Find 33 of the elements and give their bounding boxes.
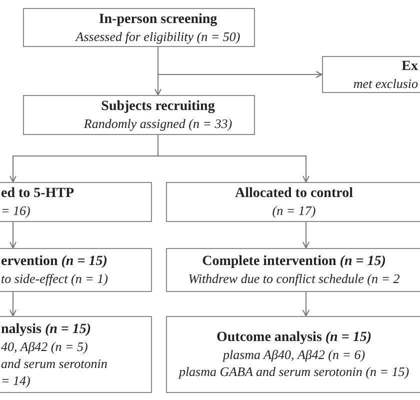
- arrow: [158, 134, 310, 182]
- box-text: 40, Aβ42 (n = 5): [1, 338, 89, 354]
- process-box: [166, 316, 420, 393]
- process-box: [322, 56, 420, 93]
- box-heading: Complete intervention (n = 15): [201, 253, 387, 270]
- box-text: Randomly assigned (n = 33): [82, 115, 234, 132]
- process-box: [166, 182, 420, 222]
- process-box: [23, 95, 255, 135]
- box-text: and serum serotonin: [1, 354, 108, 372]
- box-text: met exclusio: [352, 74, 418, 92]
- box-text: Withdrew due to conflict schedule (n = 2: [187, 270, 401, 287]
- box-text: plasma GABA and serum serotonin (n = 15): [177, 363, 410, 380]
- box-heading: Allocated to control: [234, 185, 354, 202]
- box-text: = 14): [1, 372, 32, 388]
- box-heading: nalysis (n = 15): [1, 320, 92, 338]
- box-heading: Ex: [400, 58, 418, 74]
- box-heading: Outcome analysis (n = 15): [216, 329, 372, 346]
- box-text: to side-effect (n = 1): [1, 270, 109, 287]
- process-box: [23, 8, 255, 47]
- arrow: [10, 222, 16, 248]
- process-box: [166, 248, 420, 292]
- box-heading: ed to 5-HTP: [1, 185, 76, 202]
- box-text: = 16): [1, 202, 32, 219]
- arrow: [158, 46, 322, 78]
- box-heading: ervention (n = 15): [1, 253, 108, 270]
- arrow: [10, 292, 16, 316]
- box-text: plasma Aβ40, Aβ42 (n = 6): [221, 346, 366, 363]
- box-text: (n = 17): [271, 202, 317, 219]
- arrow: [302, 292, 310, 316]
- box-heading: Subjects recruiting: [100, 98, 216, 115]
- box-heading: In-person screening: [98, 10, 218, 28]
- box-text: Assessed for eligibility (n = 50): [74, 28, 242, 44]
- arrow: [302, 222, 310, 248]
